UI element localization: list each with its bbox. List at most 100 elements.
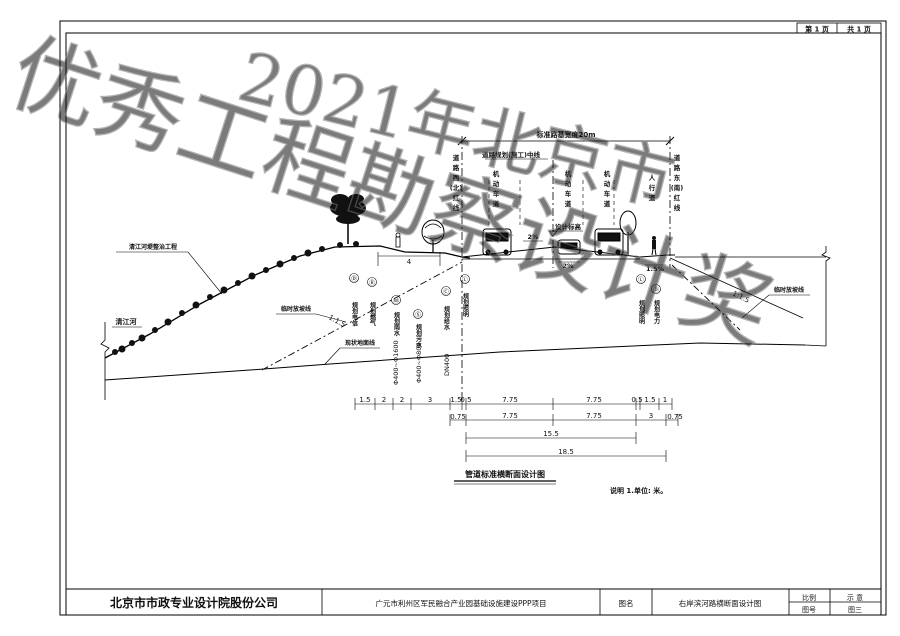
svg-text:规划给水: 规划给水 bbox=[443, 305, 450, 331]
pipe-sewage: Ⓢ 规划污水 bbox=[413, 309, 423, 349]
bus-icon-right bbox=[594, 228, 624, 256]
svg-text:(北): (北) bbox=[450, 183, 462, 192]
drawing-name: 右岸滨河路横断面设计图 bbox=[679, 598, 762, 608]
dimension-text: 1.5 2 2 3 1.5 0.5 7.75 7.75 0.5 1.5 1 0.… bbox=[359, 396, 682, 456]
svg-text:西: 西 bbox=[453, 174, 460, 182]
page-total: 共 1 页 bbox=[847, 25, 871, 34]
svg-text:0.5: 0.5 bbox=[631, 396, 642, 404]
svg-text:(南): (南) bbox=[671, 183, 683, 192]
dim-4: 4 bbox=[377, 252, 441, 266]
svg-text:车: 车 bbox=[493, 189, 500, 198]
svg-text:道: 道 bbox=[649, 193, 656, 202]
red-line-left-label: 道 路 西 (北) 红 线 bbox=[450, 153, 462, 212]
svg-text:Ⓓ: Ⓓ bbox=[653, 286, 659, 294]
svg-text:车: 车 bbox=[604, 189, 611, 198]
pipe-telecom: Ⓓ 规划电信 bbox=[349, 273, 359, 327]
svg-text:线: 线 bbox=[674, 203, 681, 212]
center-line-label: 道路规划(施工)中线 bbox=[482, 150, 540, 159]
svg-text:7.75: 7.75 bbox=[502, 396, 518, 404]
number-label: 图号 bbox=[802, 606, 816, 614]
pipe-gas: Ⓡ 规划燃气 bbox=[367, 277, 377, 327]
svg-text:规划电信: 规划电信 bbox=[351, 301, 358, 327]
svg-text:Ⓒ: Ⓒ bbox=[443, 288, 449, 296]
embankment-shrubs bbox=[112, 241, 359, 355]
scale-value: 示 意 bbox=[847, 593, 863, 602]
svg-text:3: 3 bbox=[649, 412, 653, 420]
svg-text:7.75: 7.75 bbox=[502, 412, 518, 420]
svg-text:机: 机 bbox=[604, 169, 611, 178]
svg-text:Ⓓ: Ⓓ bbox=[351, 275, 357, 283]
svg-text:道: 道 bbox=[604, 199, 611, 208]
svg-text:红: 红 bbox=[674, 193, 681, 202]
svg-text:Ⓡ: Ⓡ bbox=[369, 279, 375, 287]
svg-text:2: 2 bbox=[400, 396, 404, 404]
bus-icon-left bbox=[482, 228, 512, 256]
svg-text:规划燃气: 规划燃气 bbox=[369, 301, 377, 327]
svg-text:0.5: 0.5 bbox=[460, 396, 471, 404]
svg-text:规划电力: 规划电力 bbox=[653, 299, 660, 325]
number-value: 图三 bbox=[848, 606, 862, 614]
reference-lines bbox=[461, 136, 671, 400]
svg-text:3: 3 bbox=[428, 396, 432, 404]
svg-text:规划照明: 规划照明 bbox=[638, 299, 645, 325]
break-line-left bbox=[100, 322, 110, 400]
pipe-water: Ⓒ 规划给水 bbox=[441, 286, 451, 331]
svg-text:1.5: 1.5 bbox=[644, 396, 655, 404]
svg-text:红: 红 bbox=[453, 193, 460, 202]
svg-text:2: 2 bbox=[382, 396, 386, 404]
svg-text:规划照明: 规划照明 bbox=[462, 292, 469, 318]
svg-text:Ⓦ: Ⓦ bbox=[393, 297, 399, 305]
dimension-chain bbox=[354, 398, 679, 462]
svg-text:7.75: 7.75 bbox=[586, 412, 602, 420]
sidewalk-slope-label: 1.5% bbox=[646, 265, 665, 273]
width-title: 标准路基宽度20m bbox=[535, 130, 595, 139]
embankment-label: 清江河堤整治工程 bbox=[129, 243, 177, 251]
scale-label: 比例 bbox=[802, 593, 816, 602]
svg-text:0.75: 0.75 bbox=[450, 413, 466, 421]
ratio-left-label: 1:1.5 bbox=[327, 313, 347, 328]
pipe-power: Ⓓ 规划电力 bbox=[651, 284, 661, 325]
ground-line-label: 现状地面线 bbox=[345, 339, 375, 347]
svg-text:机: 机 bbox=[493, 169, 500, 178]
svg-text:1.5: 1.5 bbox=[450, 396, 461, 404]
pipe-size-sewage: Φ400~Φ800 bbox=[415, 343, 423, 384]
design-elevation-label: 设计标高 bbox=[555, 222, 582, 231]
svg-text:7.75: 7.75 bbox=[586, 396, 602, 404]
elevation-marker bbox=[548, 230, 558, 237]
svg-text:动: 动 bbox=[493, 179, 500, 188]
tree-large-left bbox=[330, 194, 366, 244]
svg-text:道: 道 bbox=[493, 199, 500, 208]
slope-left-label: 2% bbox=[527, 233, 539, 241]
svg-text:道: 道 bbox=[453, 153, 460, 162]
temp-slope-right bbox=[671, 264, 741, 331]
project-name: 广元市利州区军民融合产业园基础设施建设PPP项目 bbox=[375, 598, 546, 608]
page-number-box: 第 1 页 共 1 页 bbox=[796, 22, 882, 34]
svg-text:1.5: 1.5 bbox=[359, 396, 370, 404]
svg-text:0.75: 0.75 bbox=[667, 413, 683, 421]
svg-text:行: 行 bbox=[648, 183, 656, 192]
lane-label-2: 机 动 车 道 bbox=[565, 169, 572, 208]
svg-text:规划污水: 规划污水 bbox=[415, 323, 422, 349]
svg-text:规划雨水: 规划雨水 bbox=[393, 311, 400, 337]
title-block: 北京市市政专业设计院股份公司 广元市利州区军民融合产业园基础设施建设PPP项目 … bbox=[65, 588, 882, 616]
red-line-right-label: 道 路 东 (南) 红 线 bbox=[671, 153, 683, 212]
svg-text:车: 车 bbox=[565, 189, 572, 198]
svg-text:机: 机 bbox=[565, 169, 572, 178]
temp-slope-right-label: 临时放坡线 bbox=[774, 286, 804, 294]
svg-text:Ⓛ: Ⓛ bbox=[638, 276, 644, 284]
svg-text:动: 动 bbox=[565, 179, 572, 188]
svg-text:道: 道 bbox=[565, 199, 572, 208]
company-name: 北京市市政专业设计院股份公司 bbox=[110, 595, 278, 610]
temp-slope-left-label: 临时放坡线 bbox=[281, 305, 311, 313]
river-label: 清江河 bbox=[116, 317, 137, 326]
page-current: 第 1 页 bbox=[805, 25, 829, 34]
pipe-size-storm: Φ400~Φ1600 bbox=[392, 340, 400, 385]
pipe-lighting-left: Ⓛ 规划照明 bbox=[460, 274, 470, 318]
note: 说明 1.单位: 米。 bbox=[610, 486, 667, 495]
slope-right-label: 2% bbox=[562, 262, 574, 270]
pipe-lighting-right: Ⓛ 规划照明 bbox=[636, 274, 646, 325]
svg-text:4: 4 bbox=[407, 258, 412, 266]
svg-text:路: 路 bbox=[453, 163, 460, 172]
svg-text:线: 线 bbox=[453, 203, 460, 212]
